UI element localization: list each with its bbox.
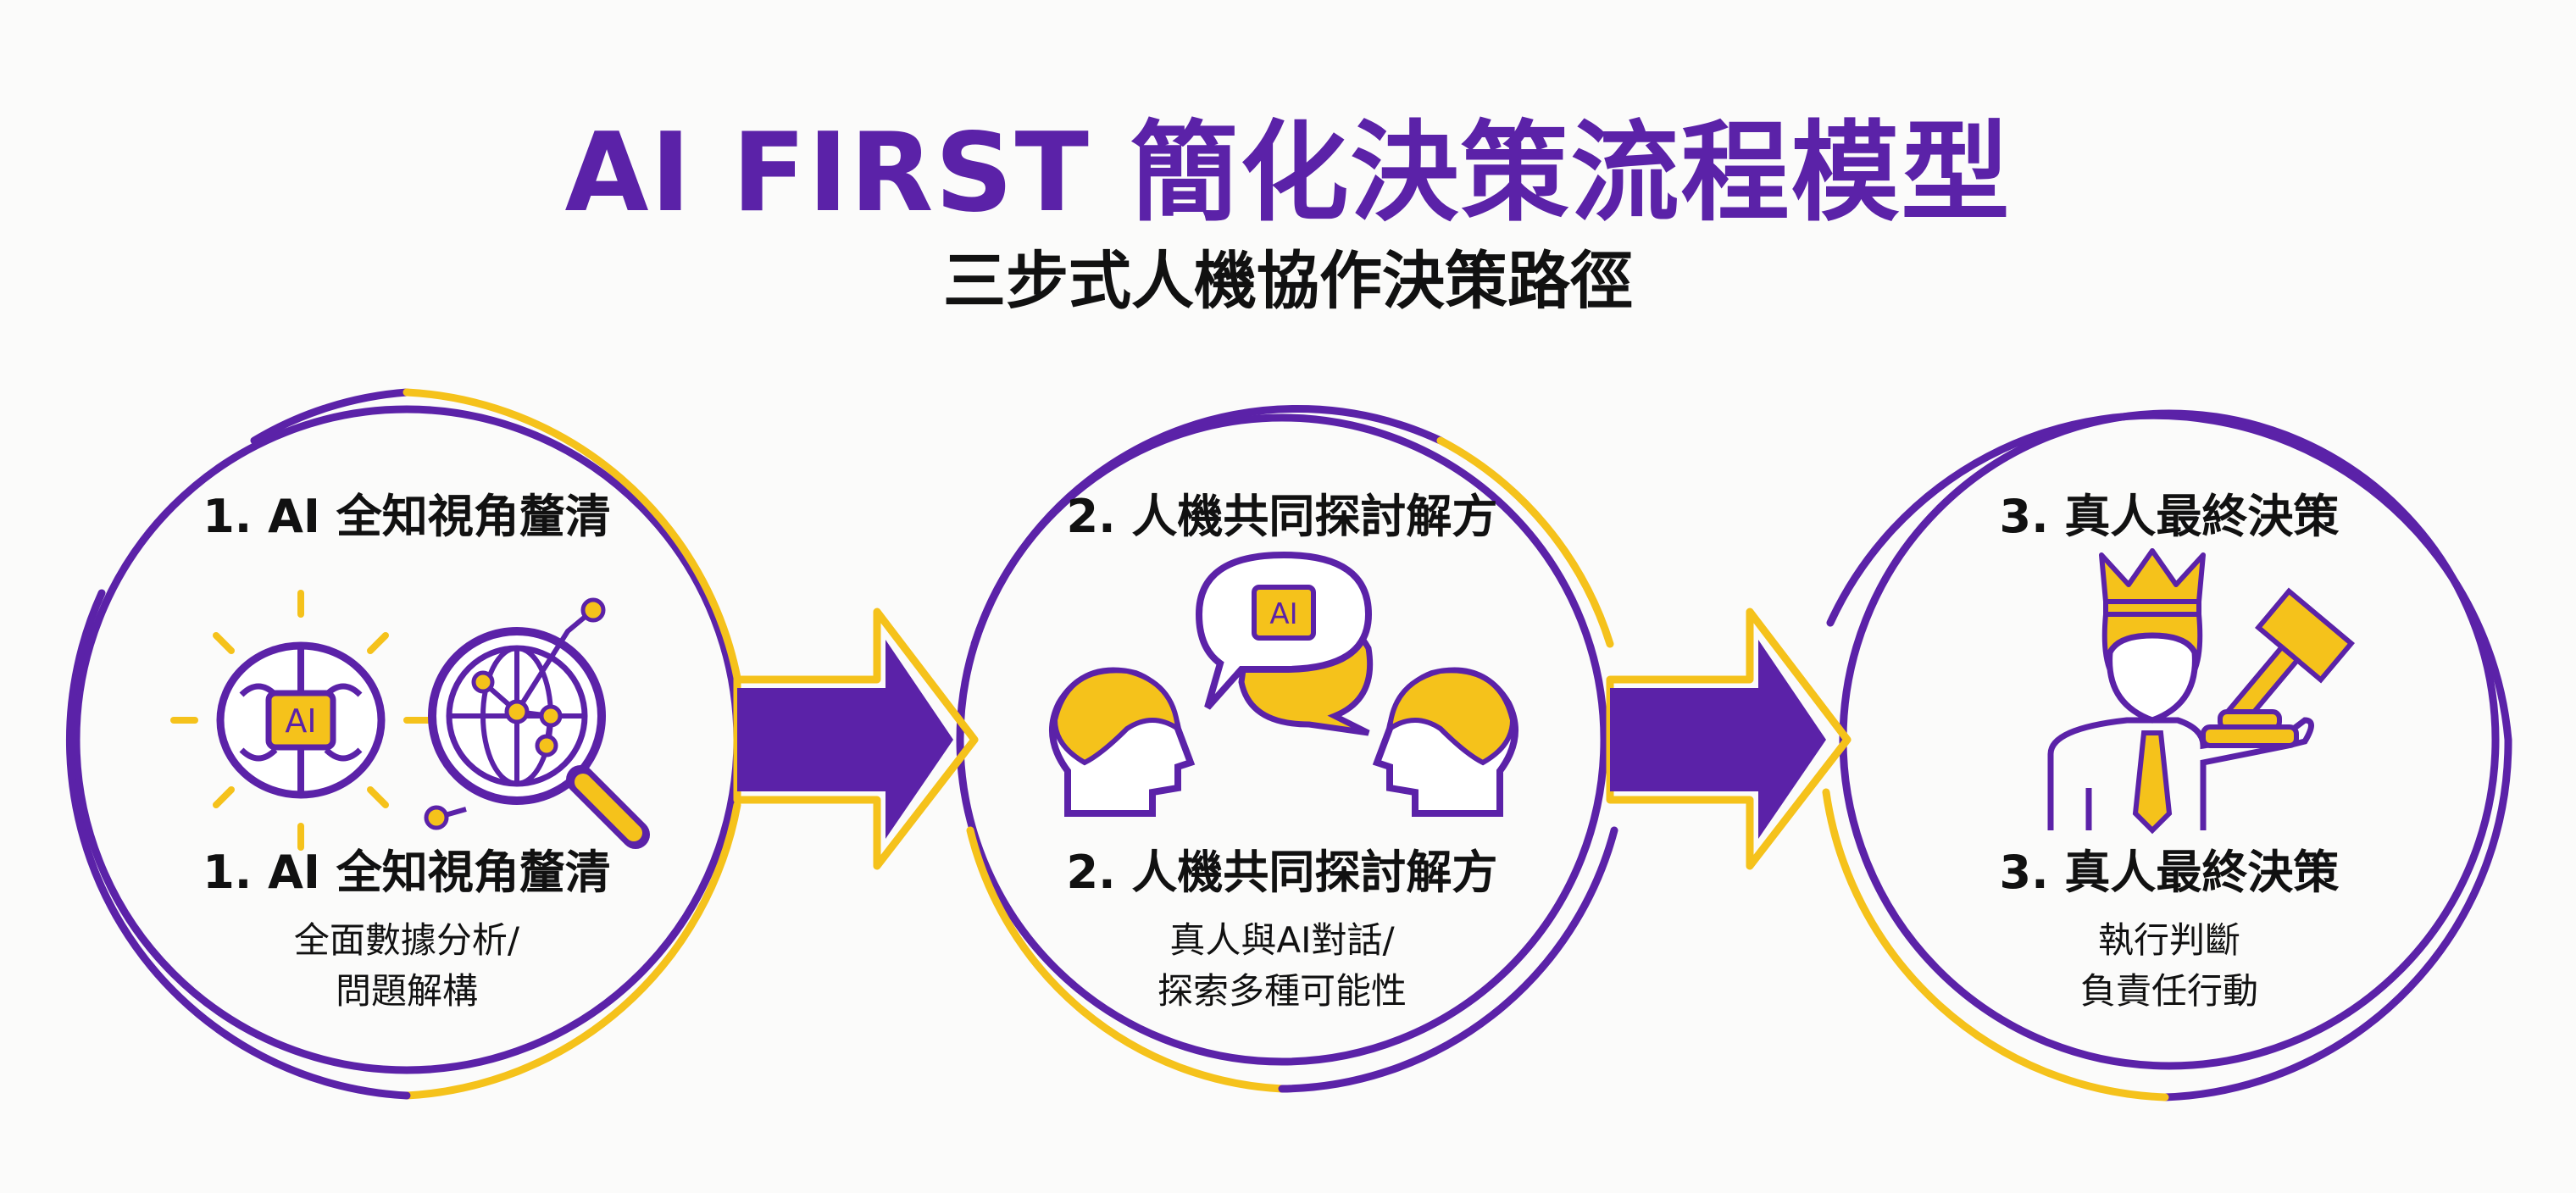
- step-heading: 2. 人機共同探討解方: [1066, 490, 1498, 543]
- step-1-caption: 1. AI 全知視角釐清 全面數據分析/ 問題解構: [110, 835, 703, 1017]
- step-desc-line: 問題解構: [335, 970, 478, 1012]
- gavel-icon: [2201, 587, 2355, 748]
- ai-chip-label: AI: [285, 702, 316, 740]
- step-2-outer-arc: [970, 405, 1445, 648]
- step-desc-line: 真人與AI對話/: [1169, 919, 1395, 961]
- step-caption-title: 1. AI 全知視角釐清: [203, 846, 611, 899]
- step-heading: 1. AI 全知視角釐清: [203, 490, 611, 543]
- step-heading: 3. 真人最終決策: [1999, 490, 2340, 543]
- page-title: AI FIRST 簡化決策流程模型: [564, 110, 2012, 236]
- page-subtitle: 三步式人機協作決策路徑: [943, 245, 1633, 318]
- arrow-1-to-2: [733, 608, 979, 870]
- human-head-icon: [1372, 667, 1518, 817]
- step-2-circle: [956, 413, 1608, 1066]
- step-caption-title: 3. 真人最終決策: [1999, 846, 2340, 899]
- brain-ai-icon: AI: [170, 590, 431, 851]
- chat-bubble-ai-icon: AI: [1195, 551, 1374, 736]
- step-1-heading: 1. AI 全知視角釐清: [110, 479, 703, 546]
- human-head-icon: [1049, 667, 1196, 817]
- arrow-2-to-3: [1606, 608, 1852, 870]
- step-caption-title: 2. 人機共同探討解方: [1066, 846, 1498, 899]
- globe-search-icon: [424, 597, 650, 849]
- step-1-outer-arc: [250, 388, 411, 445]
- crowned-person-icon: [2047, 548, 2314, 835]
- step-desc-line: 全面數據分析/: [293, 919, 520, 961]
- step-3-heading: 3. 真人最終決策: [1873, 479, 2466, 546]
- step-desc-line: 執行判斷: [2097, 919, 2240, 961]
- step-3-caption: 3. 真人最終決策 執行判斷 負責任行動: [1873, 835, 2466, 1017]
- ai-chip-label: AI: [1269, 597, 1297, 631]
- step-2-caption: 2. 人機共同探討解方 真人與AI對話/ 探索多種可能性: [985, 835, 1579, 1017]
- step-2-heading: 2. 人機共同探討解方: [985, 479, 1579, 546]
- step-3-outer-arc: [1826, 411, 2512, 1101]
- step-desc-line: 探索多種可能性: [1157, 970, 1407, 1012]
- step-desc-line: 負責任行動: [2079, 970, 2258, 1012]
- step-1-outer-arc-yellow: [402, 388, 741, 1100]
